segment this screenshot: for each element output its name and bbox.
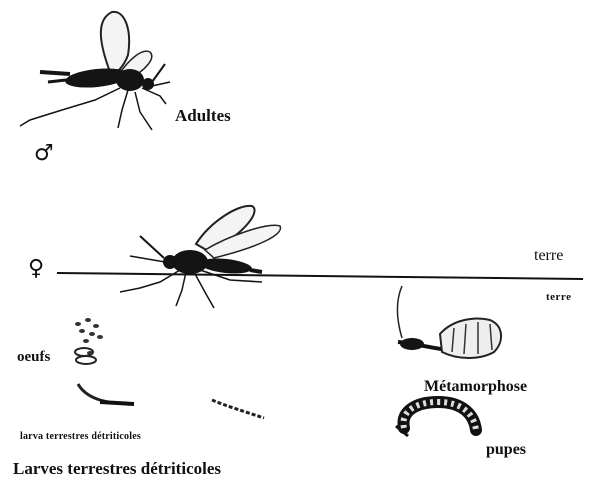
label-larvae-large: Larves terrestres détriticoles (13, 460, 221, 477)
label-terre-upper: terre (534, 248, 563, 264)
pupa-icon (396, 402, 476, 436)
larva-right-icon (212, 400, 264, 418)
female-adult-fly-icon (120, 206, 280, 308)
label-pupes: pupes (486, 442, 526, 458)
label-terre-lower: terre (546, 292, 572, 303)
ground-line (57, 273, 583, 279)
metamorphosis-pupa-icon (398, 286, 502, 358)
label-adultes: Adultes (175, 107, 231, 124)
label-oeufs: oeufs (17, 350, 50, 365)
female-symbol-icon: ♀ (28, 258, 44, 280)
male-adult-fly-icon (20, 12, 170, 130)
eggs-icon (75, 318, 103, 364)
label-larvae-small: larva terrestres détriticoles (20, 432, 141, 442)
larva-left-icon (78, 384, 134, 404)
label-metamorphose: Métamorphose (424, 379, 527, 395)
male-symbol-icon: ♂ (34, 143, 54, 165)
